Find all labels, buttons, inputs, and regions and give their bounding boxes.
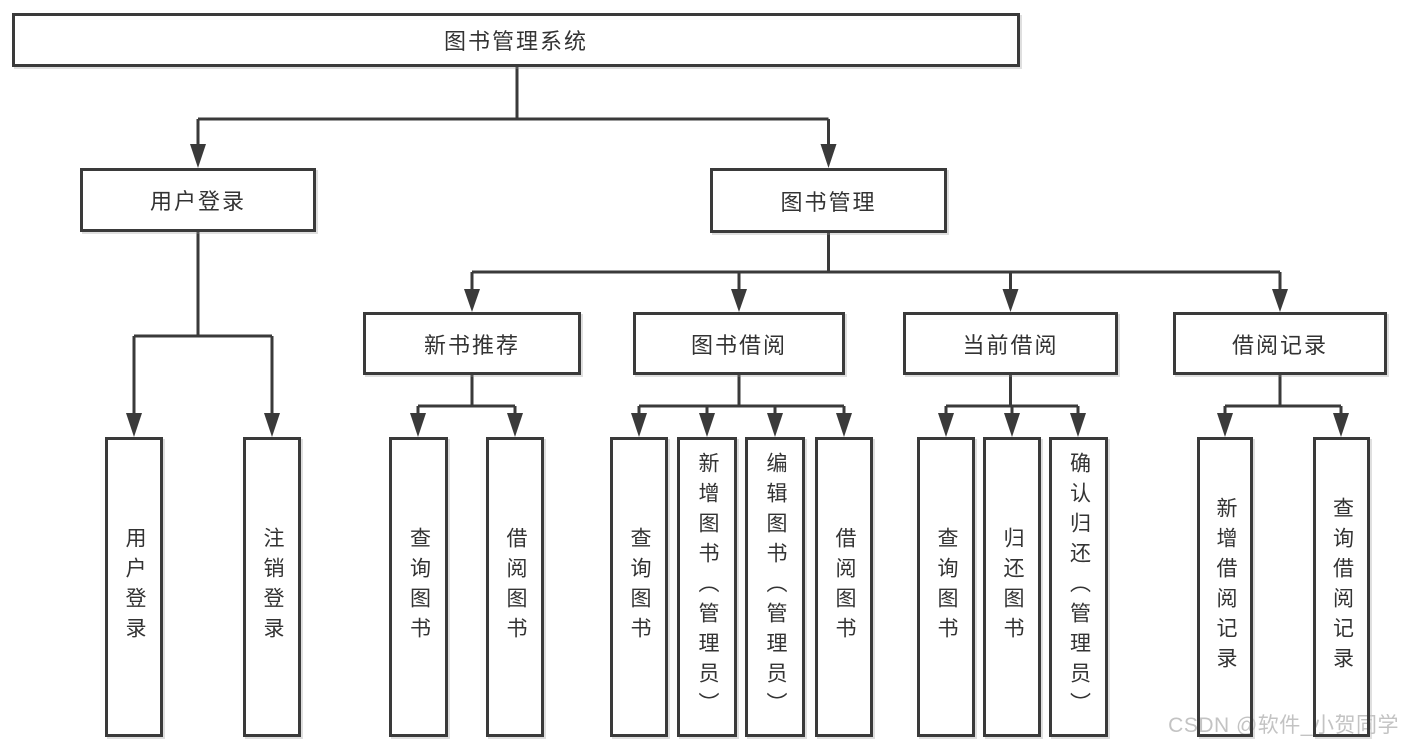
node-label: 确认归还（管理员） (1067, 452, 1091, 722)
arrowhead-down-icon (1002, 289, 1019, 312)
arrowhead-down-icon (820, 144, 837, 168)
leaf-add-borrow-record: 新增借阅记录 (1197, 437, 1253, 737)
node-new-book-recommend: 新书推荐 (363, 312, 581, 375)
connector-book-borrow-children (631, 375, 852, 437)
connector-current-borrow-children (938, 375, 1086, 437)
arrowhead-down-icon (836, 413, 852, 437)
arrowhead-down-icon (699, 413, 715, 437)
connector-new-book-children (410, 375, 523, 437)
node-book-management: 图书管理 (710, 168, 947, 233)
arrowhead-down-icon (631, 413, 647, 437)
node-label: 查询图书 (407, 527, 431, 647)
leaf-logout: 注销登录 (243, 437, 301, 737)
node-label: 当前借阅 (962, 332, 1059, 358)
arrowhead-down-icon (938, 413, 954, 437)
node-label: 查询借阅记录 (1330, 497, 1354, 677)
arrowhead-down-icon (767, 413, 783, 437)
leaf-user-login: 用户登录 (105, 437, 163, 737)
watermark: CSDN @软件_小贺同学 (1168, 714, 1399, 737)
arrowhead-down-icon (507, 413, 523, 437)
leaf-return-books: 归还图书 (983, 437, 1041, 737)
node-label: 借阅图书 (833, 527, 857, 647)
leaf-query-books-current: 查询图书 (917, 437, 975, 737)
arrowhead-down-icon (190, 144, 206, 168)
connector-book-mgmt-to-sections (464, 233, 1288, 312)
node-user-login: 用户登录 (80, 168, 316, 232)
arrowhead-down-icon (1004, 413, 1020, 437)
leaf-query-books-recommend: 查询图书 (389, 437, 448, 737)
leaf-borrow-books-recommend: 借阅图书 (486, 437, 544, 737)
arrowhead-down-icon (1333, 413, 1349, 437)
arrowhead-down-icon (1070, 413, 1086, 437)
leaf-confirm-return-admin: 确认归还（管理员） (1049, 437, 1108, 737)
node-label: 编辑图书（管理员） (764, 452, 788, 722)
arrowhead-down-icon (264, 413, 280, 437)
node-current-borrow: 当前借阅 (903, 312, 1118, 375)
node-label: 借阅记录 (1231, 332, 1328, 358)
connector-user-login-children (126, 232, 280, 437)
arrowhead-down-icon (731, 289, 747, 312)
leaf-edit-book-admin: 编辑图书（管理员） (745, 437, 805, 737)
arrowhead-down-icon (410, 413, 426, 437)
connector-borrow-records-children (1217, 375, 1349, 437)
arrowhead-down-icon (464, 289, 480, 312)
node-label: 归还图书 (1001, 527, 1025, 647)
arrowhead-down-icon (1272, 289, 1288, 312)
leaf-add-book-admin: 新增图书（管理员） (677, 437, 737, 737)
node-label: 用户登录 (149, 189, 246, 214)
node-label: 查询图书 (935, 527, 959, 647)
node-label: 图书管理系统 (443, 29, 588, 54)
node-label: 图书借阅 (690, 332, 787, 358)
node-root: 图书管理系统 (12, 13, 1020, 67)
leaf-borrow-books: 借阅图书 (815, 437, 873, 737)
node-label: 用户登录 (123, 527, 147, 647)
arrowhead-down-icon (1217, 413, 1233, 437)
node-label: 查询图书 (628, 527, 652, 647)
arrowhead-down-icon (126, 413, 142, 437)
node-label: 新增图书（管理员） (696, 452, 720, 722)
node-label: 新书推荐 (423, 332, 520, 358)
node-label: 注销登录 (261, 527, 285, 647)
node-book-borrow: 图书借阅 (633, 312, 845, 375)
leaf-query-borrow-record: 查询借阅记录 (1313, 437, 1370, 737)
connector-root-to-level2 (190, 67, 837, 168)
node-label: 借阅图书 (504, 527, 528, 647)
node-label: 图书管理 (780, 189, 877, 215)
node-borrow-records: 借阅记录 (1173, 312, 1387, 375)
node-label: 新增借阅记录 (1214, 497, 1238, 677)
leaf-query-books-borrow: 查询图书 (610, 437, 668, 737)
